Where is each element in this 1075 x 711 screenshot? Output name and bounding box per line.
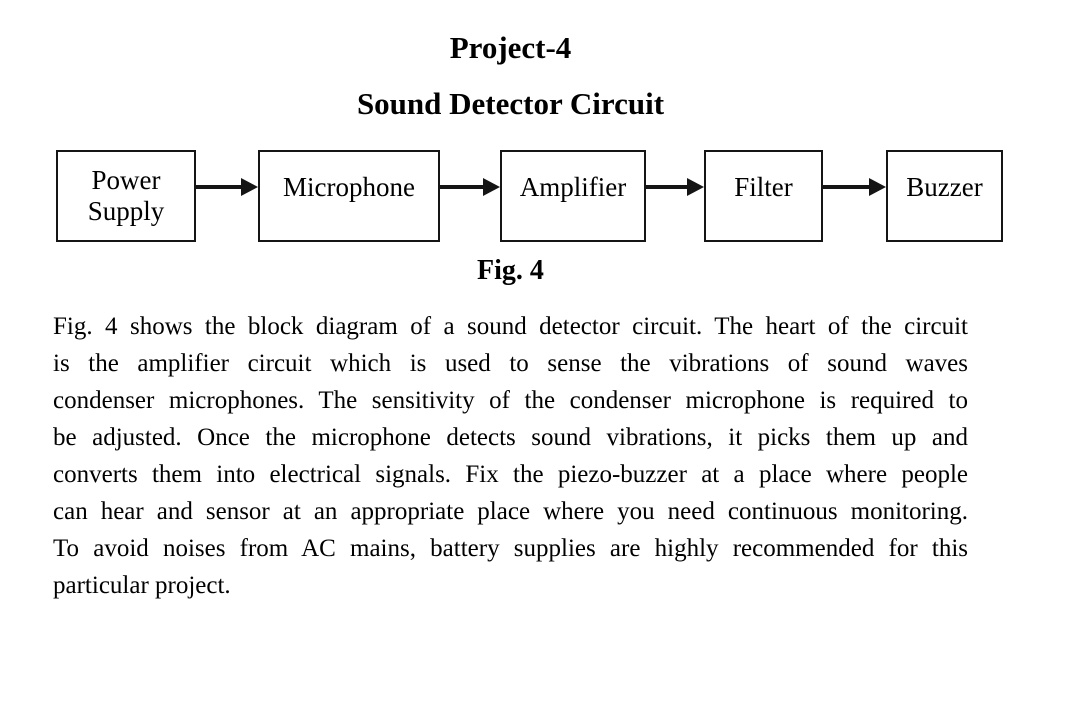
page-content: Project-4 Sound Detector Circuit Power S… bbox=[53, 30, 1003, 604]
page-title: Project-4 bbox=[449, 30, 572, 65]
block-diagram: Power Supply Microphone Amplifier Filt bbox=[56, 150, 1003, 242]
diagram-block-amplifier: Amplifier bbox=[500, 150, 646, 242]
diagram-block-microphone: Microphone bbox=[258, 150, 440, 242]
arrow-shaft bbox=[440, 185, 487, 189]
diagram-block-buzzer: Buzzer bbox=[886, 150, 1003, 242]
block-label-microphone: Microphone bbox=[283, 171, 415, 202]
document-page: Project-4 Sound Detector Circuit Power S… bbox=[0, 30, 1075, 604]
arrow-shaft bbox=[646, 185, 691, 189]
arrow-shaft bbox=[823, 185, 873, 189]
diagram-block-power-supply: Power Supply bbox=[56, 150, 196, 242]
paragraph-line: condenser microphones. The sensitivity o… bbox=[53, 387, 968, 414]
arrow-shaft bbox=[196, 185, 245, 189]
block-label-filter: Filter bbox=[734, 171, 793, 202]
arrow-head bbox=[869, 178, 886, 196]
arrow-right-icon bbox=[440, 150, 500, 242]
paragraph-line: is the amplifier circuit which is used t… bbox=[53, 350, 968, 377]
arrow-right-icon bbox=[646, 150, 704, 242]
figure-caption: Fig. 4 bbox=[477, 255, 544, 286]
arrow-head bbox=[241, 178, 258, 196]
paragraph-line: converts them into electrical signals. F… bbox=[53, 461, 968, 488]
paragraph-line: particular project. bbox=[53, 572, 231, 599]
arrow-right-icon bbox=[196, 150, 258, 242]
block-label-buzzer: Buzzer bbox=[906, 171, 983, 202]
diagram-block-filter: Filter bbox=[704, 150, 823, 242]
paragraph-line: To avoid noises from AC mains, battery s… bbox=[53, 535, 968, 562]
arrow-head bbox=[483, 178, 500, 196]
arrow-head bbox=[687, 178, 704, 196]
block-label-power-supply: Power Supply bbox=[87, 165, 165, 226]
block-label-amplifier: Amplifier bbox=[519, 171, 627, 202]
paragraph-line: can hear and sensor at an appropriate pl… bbox=[53, 498, 968, 525]
paragraph-line: be adjusted. Once the microphone detects… bbox=[53, 424, 968, 451]
description-paragraph: Fig. 4 shows the block diagram of a soun… bbox=[53, 308, 968, 604]
paragraph-line: Fig. 4 shows the block diagram of a soun… bbox=[53, 313, 968, 340]
arrow-right-icon bbox=[823, 150, 886, 242]
document-subtitle: Sound Detector Circuit bbox=[356, 86, 665, 121]
